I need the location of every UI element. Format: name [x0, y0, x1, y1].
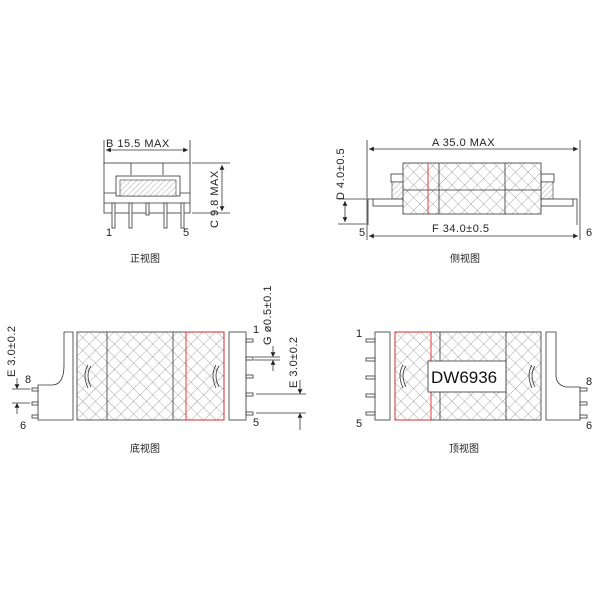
side-view: A 35.0 MAX F 34.0±0.5 5 6 D 4.0±0.5 侧视图: [335, 137, 593, 265]
bottom-right-pins: [245, 338, 254, 416]
bottom-view-caption: 底视图: [130, 442, 160, 455]
front-view-caption: 正视图: [130, 252, 160, 265]
dim-a-label: A 35.0 MAX: [432, 137, 495, 149]
pin-label-5: 5: [359, 227, 366, 239]
dim-d-label: D 4.0±0.5: [335, 148, 347, 200]
dim-g-label: G ø0.5±0.1: [262, 285, 274, 345]
pin-label-6: 6: [20, 420, 27, 432]
pin-label-6: 6: [586, 227, 593, 239]
dim-b-label: B 15.5 MAX: [106, 138, 170, 150]
part-label-box: [427, 360, 507, 393]
pin-label-5: 5: [183, 227, 190, 239]
top-view-caption: 顶视图: [449, 442, 479, 455]
top-left-pins: [365, 338, 376, 416]
pin-label-5: 5: [356, 418, 363, 430]
dim-c-label: C 9.8 MAX: [209, 170, 221, 228]
dim-e-right-label: E 3.0±0.2: [288, 336, 300, 388]
front-view: B 15.5 MAX 1 5 C 9.8 MAX 正视图: [103, 138, 230, 265]
pin-label-6: 6: [586, 420, 593, 432]
pin-label-1: 1: [356, 328, 363, 340]
bottom-view: 1 5 8 6 E 3.0±0.2 G ø0.5±0.1 E 3.0±0.2 底…: [6, 285, 306, 455]
dim-f-label: F 34.0±0.5: [432, 223, 490, 235]
side-view-caption: 侧视图: [450, 252, 480, 265]
pin-label-5: 5: [253, 417, 260, 429]
pin-label-1: 1: [106, 227, 113, 239]
pin-label-8: 8: [25, 374, 32, 386]
front-pins: [111, 202, 185, 229]
dim-e-left-label: E 3.0±0.2: [6, 325, 18, 377]
part-label: DW6936: [431, 368, 497, 387]
top-view: DW6936 1 5 8 6 顶视图: [356, 328, 593, 455]
pin-label-8: 8: [586, 376, 593, 388]
pin-label-1: 1: [253, 324, 260, 336]
